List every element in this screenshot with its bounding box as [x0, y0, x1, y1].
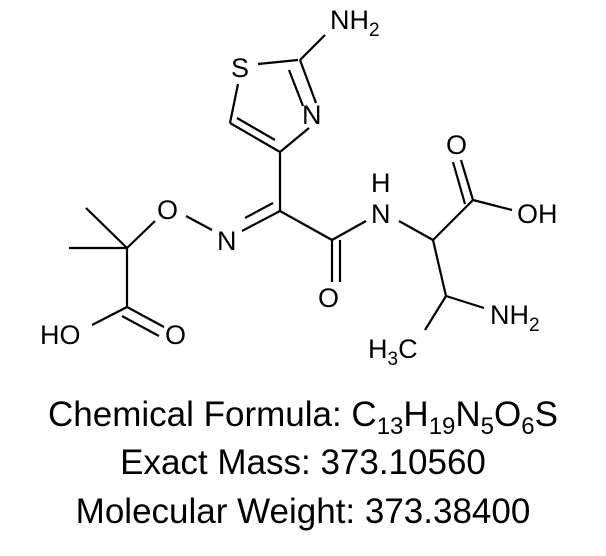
right-amino-acid	[424, 159, 513, 331]
exact-mass-value: 373.10560	[320, 443, 486, 482]
right-acid-hydroxyl-label: OH	[517, 199, 558, 229]
right-acid-carbonyl-oxygen-label: O	[446, 130, 467, 160]
formula-o-count: 6	[521, 413, 535, 440]
oxime-oxygen-label: O	[157, 195, 178, 225]
formula-n-count: 5	[480, 413, 495, 440]
molecular-weight-label: Molecular Weight:	[75, 492, 365, 531]
chemical-formula-label: Chemical Formula:	[48, 395, 352, 434]
formula-c: C	[351, 395, 377, 434]
thiazole-sulfur-label: S	[231, 53, 249, 83]
oxime-group	[126, 152, 282, 249]
formula-n: N	[455, 395, 481, 434]
left-carboxylic-acid	[69, 207, 165, 337]
exact-mass: Exact Mass: 373.10560	[0, 443, 606, 483]
molecular-weight-value: 373.38400	[364, 492, 531, 531]
amide-oxygen-label: O	[318, 283, 339, 313]
formula-c-count: 13	[376, 413, 404, 440]
left-acid-carbonyl-oxygen-label: O	[165, 320, 186, 350]
thiazole-nitrogen-label: N	[302, 100, 322, 130]
formula-h-count: 19	[428, 413, 456, 440]
formula-s: S	[534, 395, 558, 434]
exact-mass-label: Exact Mass:	[120, 443, 321, 482]
chemical-structure: S N NH2 O N H N O O OH HO O NH2 H3C	[40, 5, 558, 370]
top-amino-label: NH2	[330, 5, 380, 41]
molecular-weight: Molecular Weight: 373.38400	[0, 492, 606, 532]
left-acid-hydroxyl-label: HO	[40, 320, 81, 350]
oxime-nitrogen-label: N	[217, 226, 237, 256]
methyl-label: H3C	[368, 334, 418, 370]
thiazole-ring	[228, 34, 326, 153]
side-amino-label: NH2	[490, 300, 540, 336]
amide-nitrogen-label: N	[371, 199, 391, 229]
formula-o: O	[494, 395, 522, 434]
chemical-formula: Chemical Formula: C13H19N5O6S	[0, 395, 606, 439]
formula-h: H	[403, 395, 429, 434]
amide-group	[279, 210, 434, 282]
amide-hydrogen-label: H	[371, 168, 391, 198]
